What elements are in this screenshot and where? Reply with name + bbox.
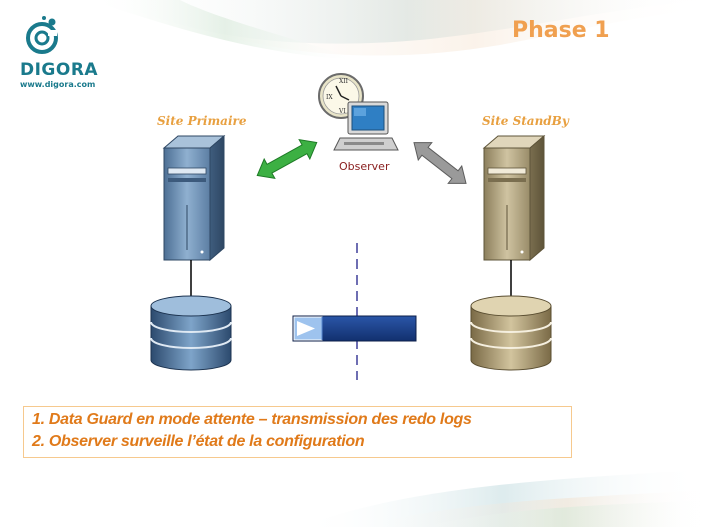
site-primary-label: Site Primaire xyxy=(157,114,247,128)
standby-server-icon xyxy=(482,134,546,262)
svg-text:VI: VI xyxy=(338,108,346,115)
primary-database-icon xyxy=(150,295,232,371)
svg-text:IX: IX xyxy=(326,94,333,101)
caption-line-2: 2. Observer surveille l’état de la confi… xyxy=(32,433,365,450)
redo-log-stream-icon xyxy=(292,315,417,342)
logo-url: www.digora.com xyxy=(20,80,96,89)
observer-computer-icon: XII IX VI xyxy=(318,73,399,151)
caption-box: 1. Data Guard en mode attente – transmis… xyxy=(23,406,572,458)
slide-title: Phase 1 xyxy=(512,18,610,43)
primary-observer-link-arrow-icon xyxy=(256,139,318,179)
svg-text:XII: XII xyxy=(339,78,349,85)
logo-brand: DIGORA xyxy=(20,60,99,80)
primary-server-icon xyxy=(162,134,226,262)
caption-line-1: 1. Data Guard en mode attente – transmis… xyxy=(32,411,472,428)
observer-standby-link-arrow-icon xyxy=(413,142,467,184)
standby-database-icon xyxy=(470,295,552,371)
observer-label: Observer xyxy=(339,160,390,173)
site-standby-label: Site StandBy xyxy=(482,114,569,128)
